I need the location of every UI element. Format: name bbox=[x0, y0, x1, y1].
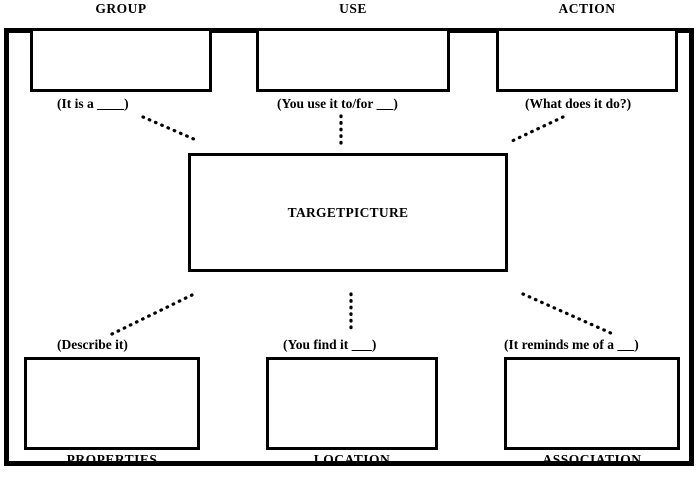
prompt-association-prefix: (It reminds me of a bbox=[504, 337, 618, 352]
input-box-use[interactable] bbox=[256, 28, 450, 92]
prompt-association-suffix: ) bbox=[634, 337, 639, 352]
prompt-action-prefix: (What does it do?) bbox=[525, 96, 632, 111]
prompt-properties: (Describe it) bbox=[57, 337, 128, 353]
input-box-location[interactable] bbox=[266, 357, 438, 450]
prompt-group: (It is a ) bbox=[57, 96, 129, 112]
prompt-use-blank bbox=[377, 96, 394, 111]
prompt-group-suffix: ) bbox=[124, 96, 129, 111]
prompt-action: (What does it do?) bbox=[525, 96, 631, 112]
column-heading-association: ASSOCIATION bbox=[542, 452, 642, 467]
prompt-use: (You use it to/for ) bbox=[277, 96, 398, 112]
prompt-location-suffix: ) bbox=[371, 337, 377, 352]
prompt-location-prefix: (You find it bbox=[283, 337, 352, 352]
prompt-properties-prefix: (Describe it) bbox=[57, 337, 128, 352]
prompt-use-suffix: ) bbox=[393, 96, 398, 111]
input-box-association[interactable] bbox=[504, 357, 680, 450]
prompt-group-blank bbox=[97, 96, 124, 111]
target-picture-label: TARGETPICTURE bbox=[287, 204, 409, 220]
column-heading-location: LOCATION bbox=[313, 452, 391, 467]
prompt-location: (You find it ) bbox=[283, 337, 376, 353]
target-picture-box[interactable]: TARGETPICTURE bbox=[188, 153, 508, 272]
prompt-location-blank bbox=[352, 337, 372, 352]
input-box-group[interactable] bbox=[30, 28, 212, 92]
column-heading-action: ACTION bbox=[558, 1, 616, 16]
prompt-association-blank bbox=[617, 337, 634, 352]
prompt-group-prefix: (It is a bbox=[57, 96, 98, 111]
prompt-association: (It reminds me of a ) bbox=[504, 337, 639, 353]
prompt-use-prefix: (You use it to/for bbox=[277, 96, 377, 111]
column-heading-group: GROUP bbox=[95, 1, 147, 16]
column-heading-use: USE bbox=[339, 1, 367, 16]
column-heading-properties: PROPERTIES bbox=[66, 452, 158, 467]
input-box-action[interactable] bbox=[496, 28, 678, 92]
input-box-properties[interactable] bbox=[24, 357, 200, 450]
